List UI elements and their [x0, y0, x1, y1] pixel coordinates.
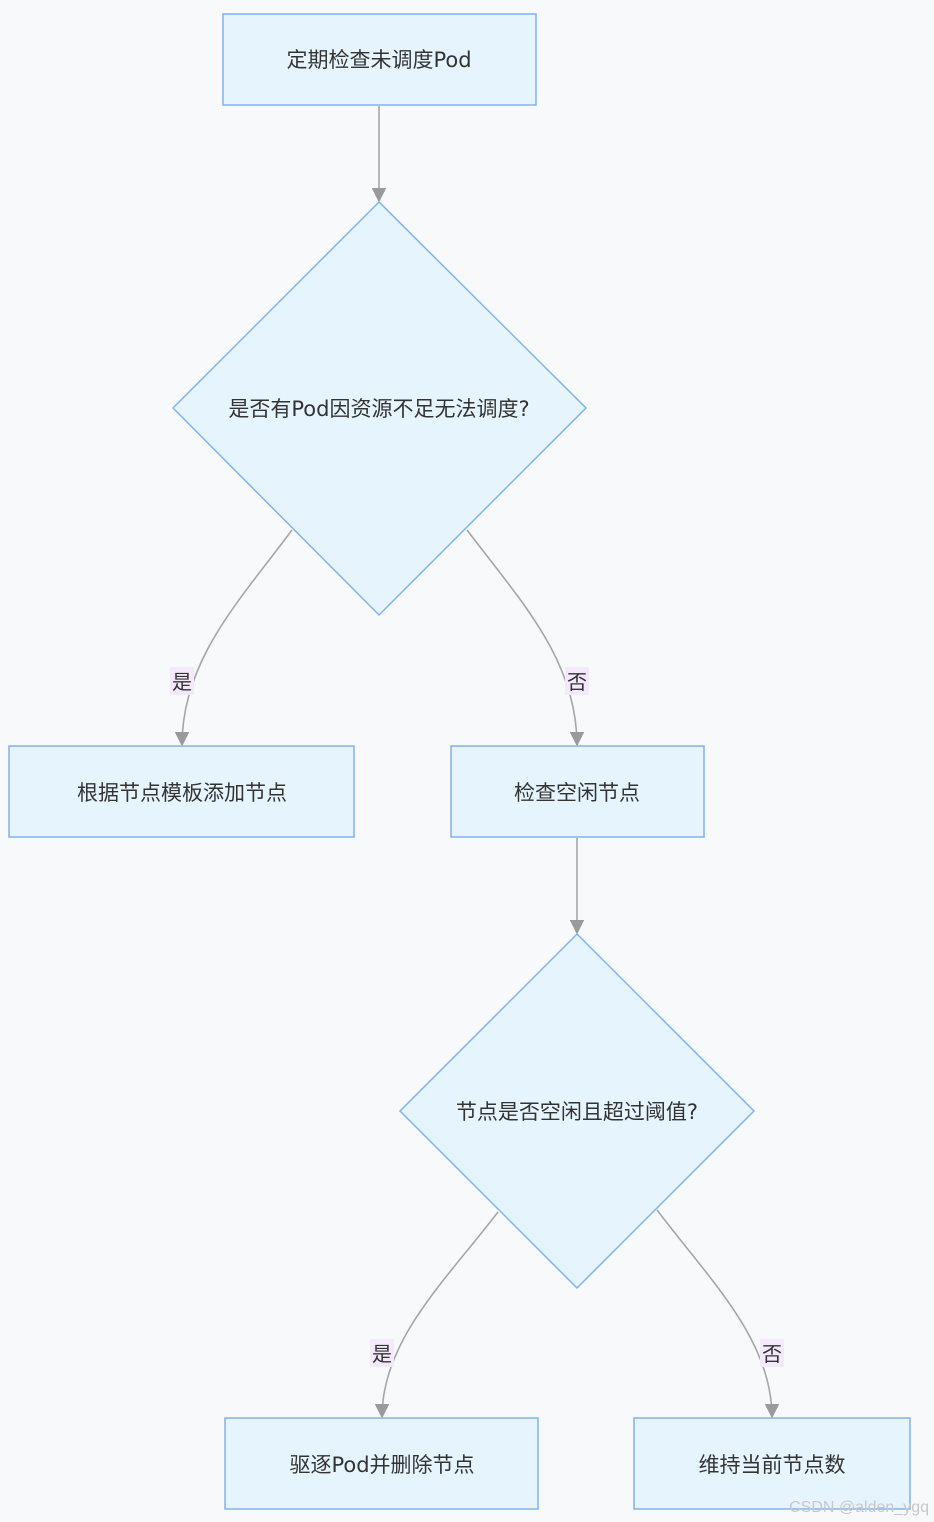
watermark: CSDN @alden_ygq — [789, 1499, 929, 1516]
edge-label-e1-no: 否 — [565, 667, 589, 695]
node-check-idle: 检查空闲节点 — [450, 745, 705, 838]
node-label: 驱逐Pod并删除节点 — [289, 1453, 474, 1477]
edge-label-text: 否 — [762, 1342, 782, 1366]
decision-idle-node: 节点是否空闲且超过阈值? — [398, 932, 756, 1290]
decision-pending-pods: 是否有Pod因资源不足无法调度? — [171, 200, 588, 617]
node-label: 检查空闲节点 — [514, 781, 640, 805]
node-keep: 维持当前节点数 — [633, 1417, 911, 1510]
edge-label-text: 是 — [172, 670, 192, 694]
edge-decision-to-scale-up — [174, 529, 293, 747]
node-label: 定期检查未调度Pod — [286, 48, 471, 72]
edge-decision-to-check-idle — [466, 529, 585, 747]
node-label: 根据节点模板添加节点 — [77, 781, 287, 805]
node-label: 维持当前节点数 — [699, 1453, 846, 1477]
decision-label: 节点是否空闲且超过阈值? — [456, 1100, 698, 1124]
edge-label-text: 是 — [372, 1342, 392, 1366]
edge-label-text: 否 — [567, 670, 587, 694]
edge-decision-to-keep — [656, 1209, 780, 1419]
node-scale-up: 根据节点模板添加节点 — [8, 745, 355, 838]
edges — [174, 106, 780, 1419]
edge-decision-to-scale-down — [374, 1211, 499, 1419]
edge-label-e2-yes: 是 — [370, 1339, 394, 1367]
node-scale-down: 驱逐Pod并删除节点 — [224, 1417, 539, 1510]
node-start: 定期检查未调度Pod — [222, 13, 537, 106]
edge-label-e1-yes: 是 — [170, 667, 194, 695]
edge-label-e2-no: 否 — [760, 1339, 784, 1367]
decision-label: 是否有Pod因资源不足无法调度? — [228, 397, 529, 421]
